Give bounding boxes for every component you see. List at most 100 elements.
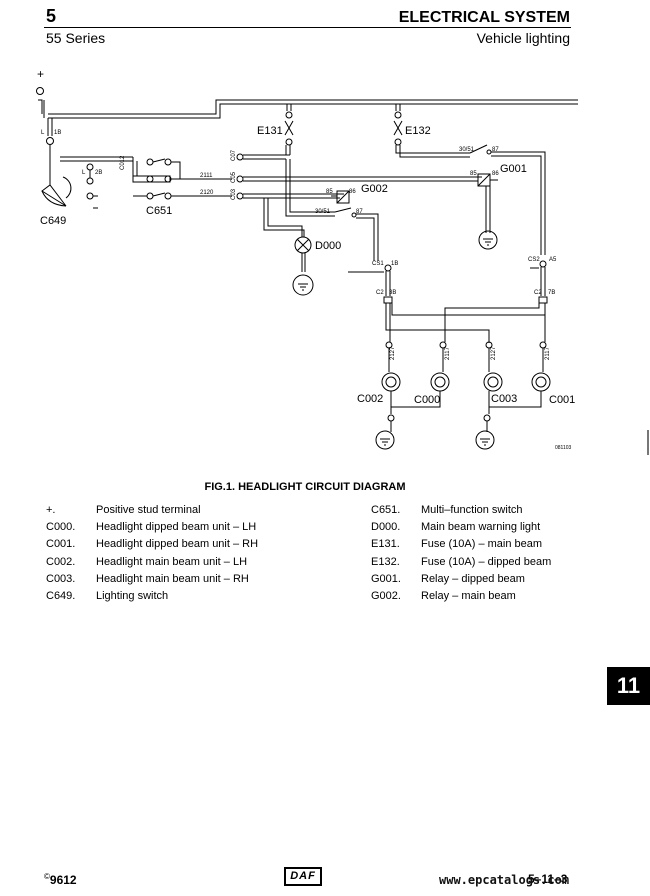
footer-code: ©9612 [44, 872, 77, 887]
legend-item: D000. Main beam warning light [371, 521, 551, 538]
pin-g002-85: 85 [326, 189, 333, 195]
series-label: 55 Series [46, 30, 106, 46]
legend-left: +. Positive stud terminal C000. Headlight … [46, 504, 258, 607]
lamp-feeds [385, 341, 547, 372]
pin-c2-3b: C2 [376, 290, 384, 296]
c649-switch [41, 156, 133, 209]
earth-right [475, 414, 495, 450]
figure-caption: FIG.1. HEADLIGHT CIRCUIT DIAGRAM [204, 481, 406, 493]
legend-code: C002. [46, 555, 76, 568]
legend-code: C003. [46, 572, 76, 585]
legend-desc: Headlight dipped beam unit – LH [96, 521, 257, 534]
pin-cs1: CS1 [372, 261, 384, 267]
lamp-c002 [381, 372, 401, 414]
pin-c2-7b: C2 [534, 290, 542, 296]
wire-2117-right: 2117 [545, 346, 551, 360]
relay-g001 [469, 144, 546, 255]
headlight-circuit-diagram: + L 1B L 2B C649 C012 C651 2111 [36, 67, 578, 451]
pin-c03: C03 [231, 188, 237, 200]
legend-item: C002.Headlight main beam unit – LH [46, 556, 258, 573]
legend-desc: Multi–function switch [421, 504, 523, 516]
lamp-c001 [489, 372, 551, 408]
label-c651: C651 [146, 205, 172, 217]
earth-left [375, 414, 395, 450]
section-number: 5 [46, 6, 57, 26]
copyright-symbol: © [44, 872, 50, 881]
pin-l1b-number: 1B [54, 130, 61, 136]
legend-item: C003. Headlight main beam unit – RH [46, 573, 258, 590]
lamp-c000 [391, 372, 450, 408]
pin-g002-87: 87 [356, 209, 363, 215]
page-title: ELECTRICAL SYSTEM [398, 9, 570, 26]
pin-g002-86: 86 [349, 189, 356, 195]
label-c000: C000 [414, 394, 440, 406]
legend-desc: Fuse (10A) – main beam [421, 538, 543, 551]
pin-l2b-number: 2B [95, 170, 102, 176]
footer-code-number: 9612 [49, 873, 77, 887]
pin-cs2: CS2 [528, 257, 540, 263]
legend-desc: Relay – main beam [421, 589, 516, 602]
c651-switch [132, 157, 232, 200]
legend-item: +. Positive stud terminal [46, 504, 258, 521]
connector-block [236, 153, 482, 200]
wire-2117-left: 2117 [445, 346, 451, 360]
legend-code: E131. [371, 538, 400, 551]
pin-c05: C05 [231, 171, 237, 183]
supply-rail [36, 87, 578, 119]
pin-l1b: L [41, 130, 45, 136]
supply-label: + [37, 67, 44, 81]
daf-logo: DAF [284, 867, 322, 886]
pin-g002-3051: 30/51 [315, 209, 331, 215]
wire-2120: 2120 [200, 190, 214, 196]
legend-desc: Fuse (10A) – dipped beam [421, 555, 552, 568]
label-e131: E131 [257, 125, 283, 137]
page-subtitle: Vehicle lighting [476, 30, 570, 46]
label-c002: C002 [357, 393, 383, 405]
legend-code: +. [46, 504, 56, 516]
feed-c649 [46, 118, 54, 185]
legend-item: C651.Multi–function switch [371, 504, 551, 521]
legend-code: C649. [46, 589, 76, 602]
legend-code: C001. [46, 538, 76, 551]
legend-right: C651.Multi–function switch D000. Main bea… [371, 504, 551, 607]
pin-c07: C07 [231, 149, 237, 161]
legend-desc: Main beam warning light [421, 521, 541, 534]
drawing-reference: 081103 [555, 445, 572, 451]
label-e132: E132 [405, 125, 431, 137]
legend-code: D000. [371, 521, 401, 534]
header-rule [44, 27, 571, 28]
warning-light-d000 [263, 198, 314, 296]
watermark-url: www.epcatalogs.com [439, 873, 570, 887]
pin-g001-3051: 30/51 [459, 147, 475, 153]
legend-desc: Lighting switch [96, 589, 169, 602]
page-number: 5–11–3 [528, 872, 568, 886]
legend-item: E132.Fuse (10A) – dipped beam [371, 556, 551, 573]
pin-g001-85: 85 [470, 171, 477, 177]
label-d000: D000 [315, 240, 341, 252]
lamp-c003 [483, 372, 503, 414]
fuse-e131 [284, 104, 335, 217]
legend-item: G001.Relay – dipped beam [371, 573, 551, 590]
pin-c012: C012 [120, 155, 126, 170]
pin-cs2-number: A5 [549, 257, 557, 263]
legend-code: C000. [46, 521, 76, 534]
label-c003: C003 [491, 393, 517, 405]
pin-l2b: L [82, 170, 86, 176]
legend-item: C000. Headlight dipped beam unit – LH [46, 521, 258, 538]
wire-2127-right: 2127 [491, 346, 497, 360]
legend-desc: Headlight dipped beam unit – RH [96, 538, 259, 551]
pin-c2-7b-number: 7B [548, 290, 555, 296]
label-g002: G002 [361, 183, 388, 195]
label-c649: C649 [40, 215, 66, 227]
legend-desc: Positive stud terminal [96, 504, 201, 516]
pin-g001-87: 87 [492, 147, 499, 153]
label-g001: G001 [500, 163, 527, 175]
pin-g001-86: 86 [492, 171, 499, 177]
feed-cs1 [383, 264, 545, 343]
pin-c2-3b-number: 3B [389, 290, 396, 296]
legend-desc: Headlight main beam unit – RH [96, 572, 249, 585]
feed-cs2 [444, 260, 548, 342]
legend-item: C001. Headlight dipped beam unit – RH [46, 538, 258, 555]
wire-2111: 2111 [200, 173, 213, 179]
legend-item: G002.Relay – main beam [371, 590, 551, 607]
